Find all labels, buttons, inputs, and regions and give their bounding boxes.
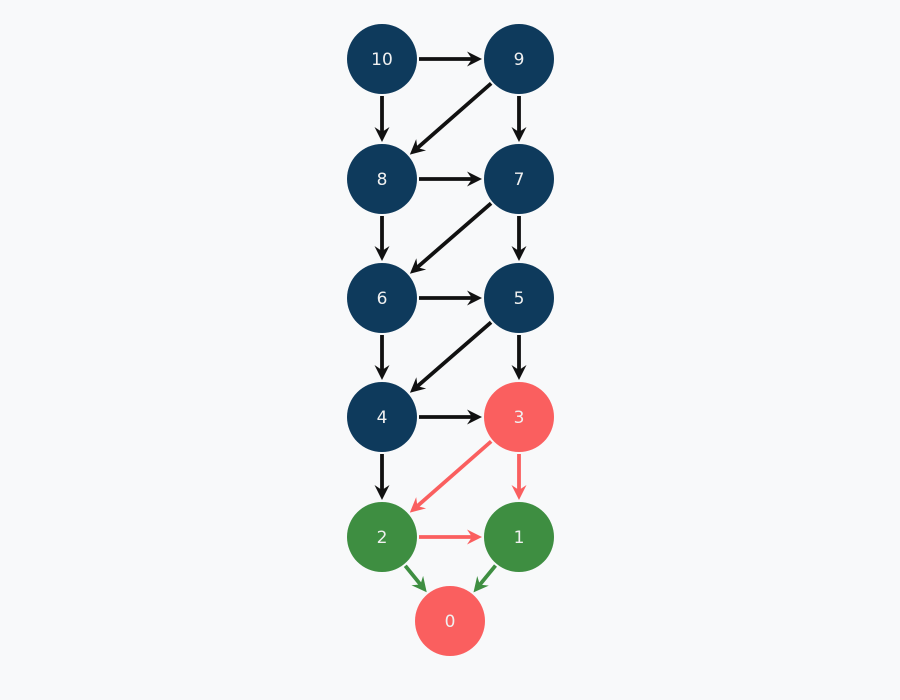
graph-node-4: 4 (347, 382, 417, 452)
node-label-8: 8 (377, 170, 388, 190)
edge-7-to-6 (416, 201, 493, 269)
node-circle-5 (484, 263, 554, 333)
arrowhead-9-to-8 (409, 139, 427, 155)
node-label-2: 2 (377, 528, 388, 548)
graph-node-1: 1 (484, 502, 554, 572)
arrowhead-8-to-7 (467, 171, 482, 187)
arrowhead-1-to-0 (473, 576, 489, 593)
graph-node-3: 3 (484, 382, 554, 452)
arrowhead-7-to-6 (409, 258, 427, 274)
node-label-4: 4 (377, 408, 388, 428)
node-circle-10 (347, 24, 417, 94)
node-circle-4 (347, 382, 417, 452)
node-label-10: 10 (371, 50, 393, 70)
node-label-0: 0 (445, 612, 456, 632)
arrowhead-7-to-5 (511, 246, 527, 261)
arrowhead-2-to-0 (411, 575, 427, 593)
node-circle-9 (484, 24, 554, 94)
edge-1-to-0 (478, 564, 497, 586)
arrowhead-4-to-2 (374, 485, 390, 500)
graph-node-7: 7 (484, 144, 554, 214)
node-circle-8 (347, 144, 417, 214)
node-circle-0 (415, 586, 485, 656)
node-label-1: 1 (514, 528, 525, 548)
node-circle-1 (484, 502, 554, 572)
edge-3-to-2 (416, 439, 493, 508)
edge-5-to-4 (416, 320, 493, 388)
arrowhead-6-to-5 (467, 290, 482, 306)
node-label-5: 5 (514, 289, 525, 309)
arrowhead-10-to-8 (374, 127, 390, 142)
node-circle-7 (484, 144, 554, 214)
edge-9-to-8 (416, 81, 493, 150)
graph-node-6: 6 (347, 263, 417, 333)
arrowhead-9-to-7 (511, 127, 527, 142)
node-label-9: 9 (514, 50, 525, 70)
graph-node-5: 5 (484, 263, 554, 333)
node-label-7: 7 (514, 170, 525, 190)
node-circle-2 (347, 502, 417, 572)
arrowhead-5-to-4 (409, 377, 427, 393)
arrowhead-2-to-1 (467, 529, 482, 545)
arrowhead-10-to-9 (467, 51, 482, 67)
arrowhead-3-to-1 (511, 485, 527, 500)
edge-2-to-0 (403, 564, 422, 586)
graph-node-10: 10 (347, 24, 417, 94)
arrowhead-6-to-4 (374, 365, 390, 380)
graph-node-0: 0 (415, 586, 485, 656)
node-circle-6 (347, 263, 417, 333)
arrowhead-5-to-3 (511, 365, 527, 380)
arrowhead-4-to-3 (467, 409, 482, 425)
arrowhead-8-to-6 (374, 246, 390, 261)
graph-node-2: 2 (347, 502, 417, 572)
node-label-6: 6 (377, 289, 388, 309)
graph-node-8: 8 (347, 144, 417, 214)
edge-layer (374, 51, 527, 593)
arrowhead-3-to-2 (409, 497, 427, 513)
node-label-3: 3 (514, 408, 525, 428)
graph-node-9: 9 (484, 24, 554, 94)
node-circle-3 (484, 382, 554, 452)
